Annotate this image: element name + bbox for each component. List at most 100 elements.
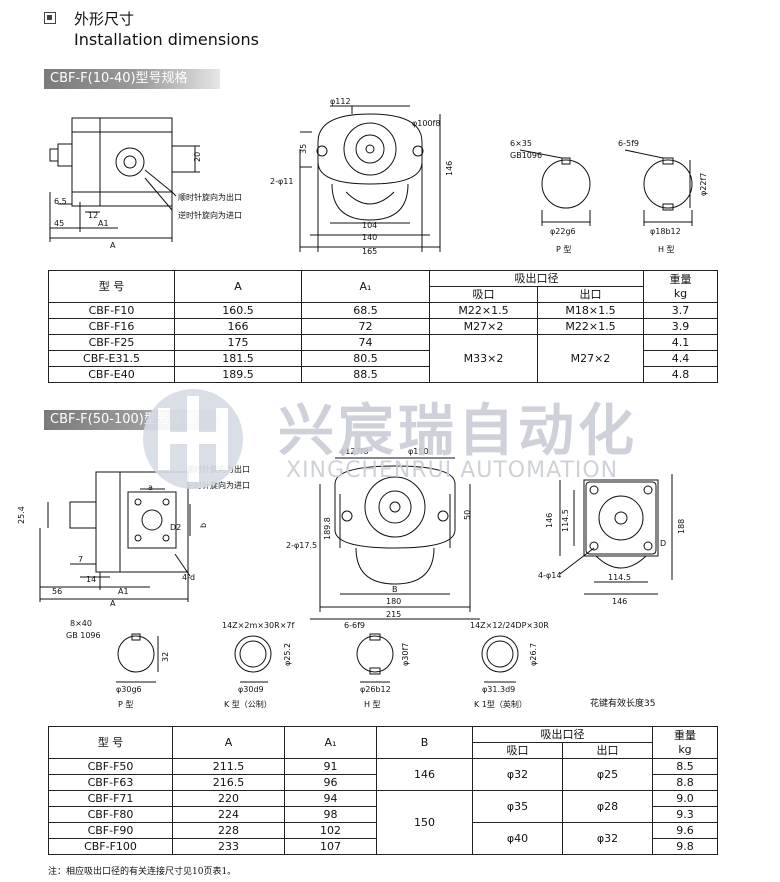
- shaft-p-key: 6×35: [510, 139, 532, 148]
- dim-25-4: 25.4: [17, 506, 26, 524]
- table-row: CBF-E31.5 181.5 80.5 4.4: [48, 350, 718, 367]
- th-outlet: 出口: [537, 286, 644, 303]
- section1-band: CBF-F(10-40)型号规格: [44, 69, 220, 89]
- section1-drawing: 6.5 12 45 A1 A 20 顺时针旋向为出口 逆时针旋向为进口 φ112…: [49, 97, 708, 256]
- dim-holes: 2-φ11: [270, 177, 293, 186]
- merged-in-32: φ32: [472, 758, 563, 791]
- th-outlet-2: 出口: [562, 742, 653, 759]
- dim-140: 140: [362, 233, 377, 242]
- square-bullet-icon: [44, 12, 56, 24]
- merged-out-25: φ25: [562, 758, 653, 791]
- th-a1-2: A₁: [284, 726, 377, 759]
- table-row: CBF-F10 160.5 68.5 M22×1.5 M18×1.5 3.7: [48, 302, 718, 319]
- table-row: CBF-F100 233 107 9.8: [48, 838, 718, 855]
- pump-flange-front-2: [334, 465, 456, 549]
- pump-end-view: [583, 479, 659, 557]
- table-row: CBF-E40 189.5 88.5 4.8: [48, 366, 718, 383]
- merged-in-40: φ40: [472, 822, 563, 855]
- dim-7: 7: [78, 555, 83, 564]
- shaft-h2-dia: φ26b12: [360, 685, 391, 694]
- pump-flange-front: [317, 113, 423, 185]
- shaft-p-std: GB1096: [510, 151, 542, 160]
- table-row: CBF-F63 216.5 96 8.8: [48, 774, 718, 791]
- dim-14: 14: [86, 575, 96, 584]
- dim-180: 180: [386, 597, 401, 606]
- rotation-cw-label: 顺时针旋向为出口: [178, 192, 242, 202]
- dim-146-v: 146: [545, 513, 554, 528]
- merged-inlet: M33×2: [429, 334, 538, 383]
- shaft-k-name: K 型（公制）: [224, 699, 272, 709]
- rotation-ccw-label: 逆时针旋向为进口: [178, 210, 242, 220]
- table-row: CBF-F71 220 94 150 φ35 φ28 9.0: [48, 790, 718, 855]
- shaft-p2-top: 8×40: [70, 619, 92, 628]
- shaft-h-section: [643, 159, 693, 209]
- shaft-k-top: 14Z×2m×30R×7f: [222, 621, 294, 630]
- shaft-h2-top: 6-6f9: [344, 621, 365, 630]
- shaft-p2-dia: φ30g6: [116, 685, 142, 694]
- dim-45: 45: [54, 219, 64, 228]
- shaft-k1-dia: φ31.3d9: [482, 685, 515, 694]
- spline-note: 花键有效长度35: [590, 699, 656, 709]
- title-cn: 外形尺寸: [74, 10, 135, 28]
- section2-band: CBF-F(50-100)型号规格: [44, 410, 220, 430]
- footnote: 注：相应吸出口径的有关连接尺寸见10页表1。: [48, 867, 237, 877]
- dim-b: B: [392, 585, 398, 594]
- dim-d2: D2: [170, 523, 181, 532]
- shaft-h2-name: H 型: [364, 700, 381, 709]
- merged-b-150: 150: [376, 790, 473, 855]
- rotation-ccw-label-2: 逆时针旋向为进口: [186, 480, 250, 490]
- dim-a-2: A: [110, 599, 116, 608]
- section2-drawing: 顺时针旋向为出口 逆时针旋向为进口 25.4 a D2 b 7 14 4-d 5…: [17, 447, 686, 709]
- title-en: Installation dimensions: [74, 30, 259, 49]
- shaft-k-dia: φ30d9: [238, 685, 264, 694]
- shaft-p2-side: 32: [161, 652, 170, 662]
- merged-b-146: 146: [376, 758, 473, 791]
- dim-b-small: b: [199, 523, 208, 528]
- shaft-h-key: 6-5f9: [618, 139, 639, 148]
- dim-146: 146: [445, 161, 454, 176]
- th-ports-2: 吸出口径: [472, 726, 653, 743]
- shaft-p-section: [541, 159, 591, 209]
- shaft-p2-std: GB 1096: [66, 631, 101, 640]
- dim-165: 165: [362, 247, 377, 256]
- shaft-h2-section: [356, 635, 394, 673]
- table-row: CBF-F80 224 98 9.3: [48, 806, 718, 823]
- dim-d150: φ150: [408, 447, 429, 456]
- dim-104: 104: [362, 221, 377, 230]
- shaft-k1-side: φ26.7: [529, 643, 538, 666]
- th-inlet: 吸口: [429, 286, 538, 303]
- shaft-p2-name: P 型: [118, 700, 133, 709]
- dim-d-big: D: [660, 539, 666, 548]
- table-row: CBF-F25 175 74 M33×2 M27×2 4.1: [48, 334, 718, 383]
- dim-189-8: 189.8: [323, 517, 332, 540]
- th-model: 型 号: [48, 270, 175, 303]
- shaft-k1-name: K 1型（英制）: [474, 699, 527, 709]
- shaft-h-name: H 型: [658, 245, 675, 254]
- merged-outlet: M27×2: [537, 334, 644, 383]
- table-row: CBF-F50 211.5 91 146 φ32 φ25 8.5: [48, 758, 718, 791]
- dim-56: 56: [52, 587, 62, 596]
- shaft-k1-top: 14Z×12/24DP×30R: [470, 621, 549, 630]
- shaft-p-dia: φ22g6: [550, 227, 576, 236]
- shaft-k1-section: [481, 635, 519, 673]
- shaft-p2-section: [117, 635, 155, 673]
- table-row: CBF-F16 166 72 M27×2 M22×1.5 3.9: [48, 318, 718, 335]
- dim-146-h: 146: [612, 597, 627, 606]
- merged-out-28: φ28: [562, 790, 653, 823]
- shaft-h-outer: φ22f7: [699, 173, 708, 196]
- dim-d127: φ127f8: [340, 447, 368, 456]
- rotation-cw-label-2: 顺时针旋向为出口: [186, 464, 250, 474]
- th-inlet-2: 吸口: [472, 742, 563, 759]
- dim-4-d14: 4-φ14: [538, 571, 561, 580]
- dim-a: A: [110, 241, 116, 250]
- dim-a1-2: A1: [118, 587, 129, 596]
- shaft-k-section: [234, 635, 272, 673]
- th-a: A: [174, 270, 302, 303]
- dim-12: 12: [88, 211, 98, 220]
- dim-50: 50: [463, 510, 472, 520]
- dim-d100: φ100f8: [412, 119, 440, 128]
